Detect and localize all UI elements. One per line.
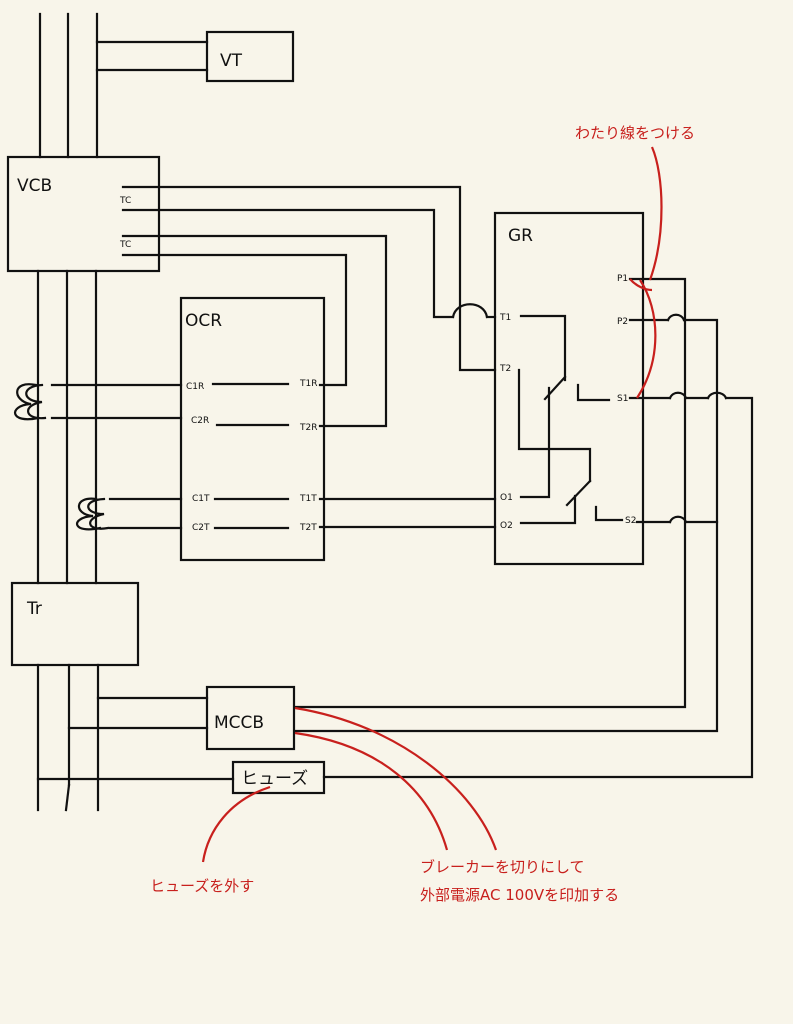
gr-label: GR xyxy=(508,226,533,246)
gr-terminal-t1: T1 xyxy=(499,313,511,323)
ocr-terminal-t2r: T2R xyxy=(299,423,317,433)
tr-label: Tr xyxy=(26,599,42,619)
main-bus-lines xyxy=(36,12,100,812)
gr-terminal-s2: S2 xyxy=(625,516,636,526)
annotation-external-power: ブレーカーを切りにして 外部電源AC 100Vを印加する xyxy=(294,706,619,904)
ocr-terminal-t1t: T1T xyxy=(299,494,317,504)
annotation-jumper: わたり線をつける xyxy=(575,124,695,399)
ocr-terminal-c2t: C2T xyxy=(192,523,210,533)
gr-terminal-t2: T2 xyxy=(499,364,511,374)
vt-block: VT xyxy=(95,30,295,83)
ocr-terminal-c1r: C1R xyxy=(186,382,204,392)
annotation-jumper-text: わたり線をつける xyxy=(575,124,695,142)
gr-block: GR T1 T2 O1 O2 P1 P2 S1 S2 xyxy=(493,211,645,566)
vcb-tc-lower-label: TC xyxy=(119,240,131,250)
ocr-terminal-t1r: T1R xyxy=(299,379,317,389)
ocr-terminal-t2t: T2T xyxy=(299,523,317,533)
fuse-block: ヒューズ xyxy=(36,760,326,795)
gr-terminal-p2: P2 xyxy=(617,317,628,327)
ocr-label: OCR xyxy=(185,311,222,331)
vcb-block: VCB TC TC xyxy=(6,155,161,273)
annotation-fuse-text: ヒューズを外す xyxy=(150,877,254,895)
fuse-label: ヒューズ xyxy=(241,769,308,789)
gr-terminal-o2: O2 xyxy=(500,521,513,531)
ct-upper xyxy=(13,383,183,421)
annotation-external-power-line2: 外部電源AC 100Vを印加する xyxy=(420,886,619,904)
gr-terminal-s1: S1 xyxy=(617,394,628,404)
ocr-terminal-c2r: C2R xyxy=(191,416,209,426)
tr-block: Tr xyxy=(10,581,140,667)
mccb-label: MCCB xyxy=(214,713,264,733)
annotation-external-power-line1: ブレーカーを切りにして xyxy=(420,858,585,876)
gr-terminal-o1: O1 xyxy=(500,493,513,503)
vt-label: VT xyxy=(220,51,243,71)
annotation-fuse: ヒューズを外す xyxy=(150,785,271,895)
vcb-tc-upper-label: TC xyxy=(119,196,131,206)
ocr-terminal-c1t: C1T xyxy=(192,494,210,504)
gr-output-wires xyxy=(293,277,754,779)
gr-terminal-p1: P1 xyxy=(617,274,628,284)
mccb-block: MCCB xyxy=(67,685,296,751)
vcb-label: VCB xyxy=(17,176,52,196)
vcb-tc-wires xyxy=(121,185,497,428)
gr-internal-contacts xyxy=(517,314,624,525)
ct-lower xyxy=(75,497,183,531)
ocr-block: OCR C1R C2R T1R T2R C1T C2T T1T T2T xyxy=(179,296,326,562)
